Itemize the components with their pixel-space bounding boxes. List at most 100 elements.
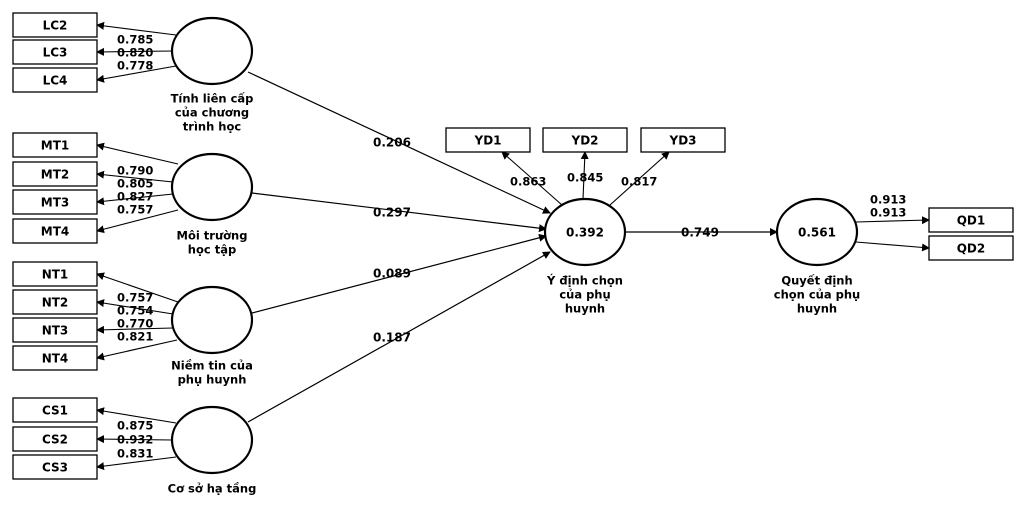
loading-value-nt3: 0.770	[117, 317, 153, 331]
construct-name-yd-line-1: Ý định chọn	[546, 273, 623, 288]
loading-arrow-nt3	[96, 325, 174, 334]
loading-arrow-cs1	[96, 407, 177, 424]
indicator-label-lc3: LC3	[43, 46, 68, 60]
indicator-box-nt3	[12, 317, 98, 343]
construct-name-mt-line-1: Môi trường	[177, 229, 248, 243]
loading-arrow-mt2	[96, 170, 174, 183]
latent-construct-mt	[170, 152, 254, 222]
construct-name-nt-line-2: phụ huynh	[178, 373, 247, 387]
loading-arrow-yd1	[501, 151, 563, 206]
indicator-label-lc2: LC2	[43, 19, 68, 33]
indicator-label-lc4: LC4	[43, 74, 68, 88]
construct-name-yd-line-2: của phụ	[559, 288, 610, 302]
indicator-label-nt2: NT2	[42, 296, 69, 310]
latent-construct-cs	[170, 405, 254, 475]
construct-name-qd-line-3: huynh	[797, 302, 837, 316]
r-squared-yd: 0.392	[566, 226, 604, 240]
path-coefficient-cs-yd: 0.187	[373, 331, 411, 345]
indicator-label-mt1: MT1	[41, 139, 69, 153]
indicator-box-qd1	[928, 207, 1014, 233]
indicator-label-yd2: YD2	[571, 134, 599, 148]
loading-value-yd1: 0.863	[510, 175, 546, 189]
latent-construct-nt	[170, 285, 254, 355]
indicator-box-mt1	[12, 132, 98, 158]
loading-value-cs2: 0.932	[117, 433, 153, 447]
loading-arrow-mt3	[96, 193, 174, 206]
indicator-box-yd2	[542, 127, 628, 153]
loading-value-nt2: 0.754	[117, 304, 153, 318]
indicator-label-yd3: YD3	[669, 134, 697, 148]
indicator-box-yd3	[640, 127, 726, 153]
indicator-box-mt2	[12, 161, 98, 187]
indicator-label-mt4: MT4	[41, 225, 69, 239]
latent-construct-lc	[170, 16, 254, 86]
loading-arrow-yd2	[580, 151, 589, 200]
indicator-label-mt2: MT2	[41, 168, 69, 182]
construct-name-nt-line-1: Niềm tin của	[171, 359, 253, 373]
construct-name-qd-line-2: chọn của phụ	[774, 288, 860, 302]
r-squared-qd: 0.561	[798, 226, 836, 240]
loading-arrow-lc2	[96, 21, 177, 36]
indicator-box-lc4	[12, 67, 98, 93]
loading-value-lc4: 0.778	[117, 59, 153, 73]
construct-name-lc-line-2: của chương	[175, 106, 249, 120]
loading-value-mt2: 0.805	[117, 177, 153, 191]
indicator-box-cs3	[12, 454, 98, 480]
indicator-box-mt3	[12, 189, 98, 215]
indicator-box-qd2	[928, 235, 1014, 261]
loading-value-nt4: 0.821	[117, 330, 153, 344]
loading-value-qd2: 0.913	[870, 206, 906, 220]
loading-value-mt3: 0.827	[117, 190, 153, 204]
loading-value-yd3: 0.817	[621, 175, 657, 189]
indicator-box-yd1	[445, 127, 531, 153]
indicator-label-cs3: CS3	[42, 461, 68, 475]
loading-arrow-mt1	[96, 142, 179, 165]
path-arrow-lc-yd	[247, 71, 551, 214]
indicator-label-cs2: CS2	[42, 433, 68, 447]
latent-construct-yd	[543, 197, 627, 267]
path-coefficient-yd-qd: 0.749	[681, 226, 719, 240]
indicator-label-nt4: NT4	[42, 352, 69, 366]
construct-name-cs-line-1: Cơ sở hạ tầng	[168, 482, 257, 496]
loading-arrow-mt4	[96, 209, 179, 234]
loading-arrow-yd3	[609, 151, 670, 206]
construct-name-qd-line-1: Quyết định	[781, 274, 852, 288]
loading-arrow-nt2	[96, 299, 174, 315]
loading-arrow-cs2	[96, 435, 173, 444]
path-coefficient-lc-yd: 0.206	[373, 136, 411, 150]
indicator-label-cs1: CS1	[42, 404, 68, 418]
indicator-box-cs2	[12, 426, 98, 452]
construct-name-yd-line-3: huynh	[565, 302, 605, 316]
path-coefficient-mt-yd: 0.297	[373, 206, 411, 220]
indicator-box-lc3	[12, 39, 98, 65]
loading-value-cs3: 0.831	[117, 447, 153, 461]
indicator-label-mt3: MT3	[41, 196, 69, 210]
path-coefficient-nt-yd: 0.089	[373, 267, 411, 281]
indicator-label-qd2: QD2	[957, 242, 986, 256]
indicator-label-nt3: NT3	[42, 324, 69, 338]
loading-value-mt1: 0.790	[117, 164, 153, 178]
indicator-label-qd1: QD1	[957, 214, 986, 228]
indicator-label-nt1: NT1	[42, 268, 69, 282]
loading-value-lc2: 0.785	[117, 33, 153, 47]
loading-arrow-qd2	[855, 241, 930, 252]
construct-name-lc-line-1: Tính liên cấp	[171, 92, 254, 106]
indicator-box-nt4	[12, 345, 98, 371]
loading-arrow-nt4	[96, 339, 178, 361]
latent-construct-qd	[775, 197, 859, 267]
loading-value-yd2: 0.845	[567, 171, 603, 185]
loading-value-qd1: 0.913	[870, 193, 906, 207]
path-arrow-cs-yd	[247, 251, 551, 423]
loading-value-nt1: 0.757	[117, 291, 153, 305]
indicator-box-nt2	[12, 289, 98, 315]
loading-arrow-qd1	[855, 216, 930, 225]
indicator-label-yd1: YD1	[474, 134, 502, 148]
loading-value-mt4: 0.757	[117, 203, 153, 217]
indicator-box-mt4	[12, 218, 98, 244]
indicator-box-nt1	[12, 261, 98, 287]
loading-arrow-lc3	[96, 47, 174, 56]
loading-arrow-cs3	[96, 456, 177, 471]
path-arrow-nt-yd	[251, 233, 547, 314]
